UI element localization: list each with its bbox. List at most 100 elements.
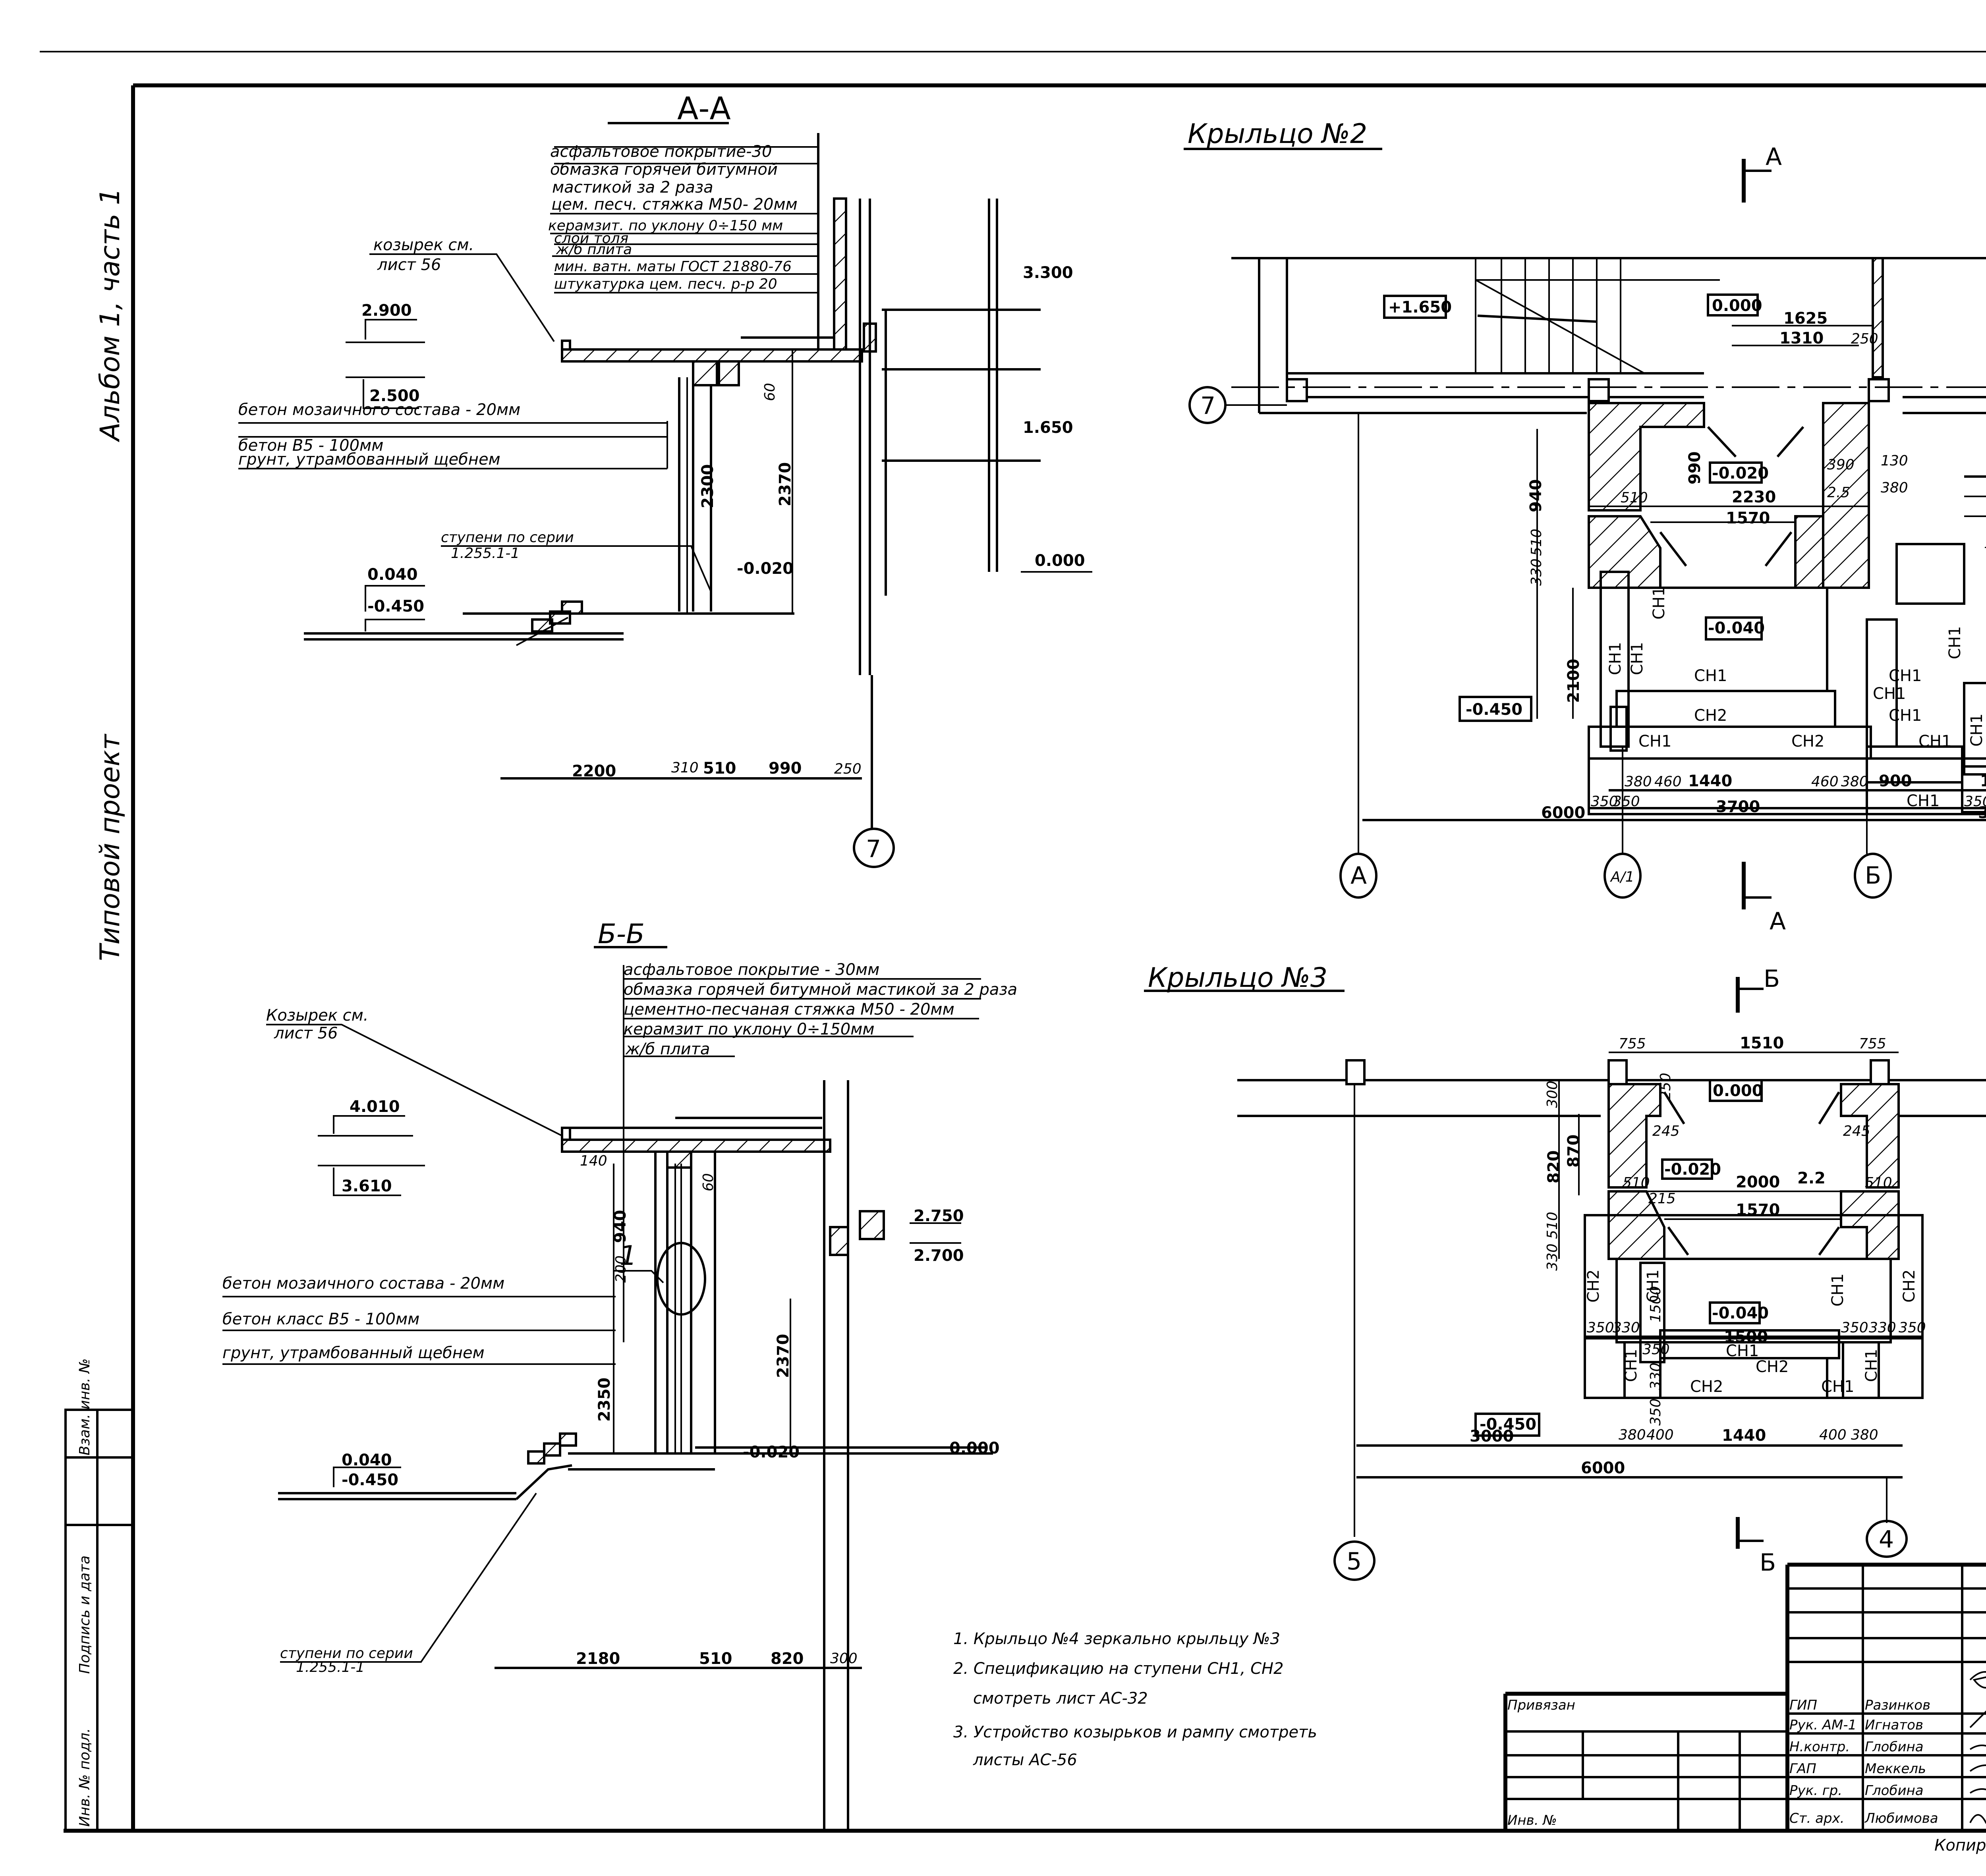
svg-text:755: 755 <box>1859 1036 1886 1052</box>
bb-levels: 4.010 3.610 2.750 2.700 0.040 -0.450 -0.… <box>318 1098 1000 1489</box>
svg-text:1300: 1300 <box>1980 772 1986 790</box>
svg-text:CH1: CH1 <box>1628 642 1646 675</box>
porch-3-dimensions: 755 1510 755 250 245 245 2000 2.2 510 51… <box>1356 1034 1926 1478</box>
svg-text:60: 60 <box>762 383 778 401</box>
svg-text:керамзит по уклону 0÷150мм: керамзит по уклону 0÷150мм <box>624 1020 875 1038</box>
svg-text:ж/б плита: ж/б плита <box>625 1040 710 1058</box>
svg-text:3700: 3700 <box>1716 798 1760 816</box>
svg-text:510: 510 <box>1528 529 1545 556</box>
title-block: 264-12-257.86 АС Привязан Инв. № ГИП Раз… <box>1503 1563 1986 1855</box>
porch-2-title: Крыльцо №2 <box>1188 118 1367 150</box>
svg-text:60: 60 <box>700 1173 717 1191</box>
svg-text:6000: 6000 <box>1541 804 1585 822</box>
bb-layer-notes: асфальтовое покрытие - 30мм обмазка горя… <box>623 961 1017 1342</box>
svg-text:А: А <box>1770 907 1786 935</box>
svg-text:CH1: CH1 <box>1889 706 1922 725</box>
porch-2-interior-stair <box>1475 258 1720 374</box>
svg-text:CH1: CH1 <box>1694 667 1727 685</box>
porch-3-title: Крыльцо №3 <box>1148 962 1327 994</box>
sign-date-label: Подпись и дата <box>77 1556 93 1674</box>
note-2: 2. Спецификацию на ступени CH1, CH2 <box>953 1660 1284 1678</box>
aa-floor-layers: бетон мозаичного состава - 20мм бетон В5… <box>238 401 668 469</box>
svg-text:2200: 2200 <box>572 762 616 780</box>
svg-text:-0.040: -0.040 <box>1708 619 1765 637</box>
aa-levels: 2.900 2.500 3.300 1.650 0.000 -0.020 0.0… <box>346 264 1092 631</box>
svg-text:CH1: CH1 <box>1638 732 1671 751</box>
svg-text:Разинков: Разинков <box>1865 1697 1930 1713</box>
svg-text:0.000: 0.000 <box>949 1439 1000 1457</box>
svg-text:Любимова: Любимова <box>1864 1810 1938 1826</box>
svg-text:CH2: CH2 <box>1791 732 1824 751</box>
svg-text:250: 250 <box>1851 331 1878 347</box>
svg-text:керамзит. по уклону 0÷150 мм: керамзит. по уклону 0÷150 мм <box>548 218 783 234</box>
porch-2-axes: А А/1 Б В Г <box>1339 413 1892 899</box>
svg-text:380: 380 <box>1619 1427 1646 1443</box>
svg-text:380: 380 <box>1841 774 1868 790</box>
svg-text:0.000: 0.000 <box>1712 297 1762 315</box>
svg-text:940: 940 <box>611 1210 630 1243</box>
svg-text:400: 400 <box>1819 1427 1847 1443</box>
svg-text:755: 755 <box>1619 1036 1646 1052</box>
svg-text:CH2: CH2 <box>1694 706 1727 725</box>
svg-text:330: 330 <box>1528 558 1545 586</box>
aa-axis-marker: 7 <box>866 835 881 863</box>
svg-text:Глобина: Глобина <box>1865 1783 1924 1799</box>
svg-text:300: 300 <box>830 1650 858 1667</box>
svg-text:CH2: CH2 <box>1690 1378 1723 1396</box>
svg-text:990: 990 <box>1686 452 1704 485</box>
svg-text:200: 200 <box>613 1255 629 1283</box>
section-bb: Б-Б асфальтовое покрытие - 30мм обмазка … <box>222 919 1017 1831</box>
aa-bottom-dims: 2200 310 510 990 250 <box>572 759 862 780</box>
copied-by: Копировал: Рупбкова <box>1934 1836 1986 1855</box>
svg-text:380: 380 <box>1625 774 1652 790</box>
svg-text:ж/б плита: ж/б плита <box>556 241 632 258</box>
svg-text:460: 460 <box>1654 774 1682 790</box>
svg-text:330: 330 <box>1869 1320 1896 1336</box>
svg-text:900: 900 <box>1879 772 1912 790</box>
svg-text:2300: 2300 <box>699 464 717 508</box>
svg-text:4: 4 <box>1879 1526 1894 1554</box>
svg-text:бетон мозаичного состава - 20м: бетон мозаичного состава - 20мм <box>222 1274 504 1293</box>
svg-text:+1.650: +1.650 <box>1388 298 1452 317</box>
svg-text:CH1: CH1 <box>1726 1342 1759 1360</box>
svg-text:ступени по серии: ступени по серии <box>280 1645 413 1662</box>
svg-text:350: 350 <box>1964 793 1986 810</box>
porch-2-dimensions: 1625 1310 250 1970 990 2230 1570 510 390… <box>1362 309 1986 822</box>
svg-text:350: 350 <box>1591 793 1618 810</box>
note-1: 1. Крыльцо №4 зеркально крыльцу №3 <box>953 1630 1280 1648</box>
bb-callout-1: 1 <box>620 1240 637 1272</box>
svg-text:330: 330 <box>1648 1363 1664 1390</box>
svg-text:А/1: А/1 <box>1610 869 1634 885</box>
svg-text:940: 940 <box>1527 479 1545 513</box>
svg-text:1570: 1570 <box>1736 1201 1780 1219</box>
svg-text:А: А <box>1766 143 1782 171</box>
svg-text:1.650: 1.650 <box>1023 419 1073 437</box>
svg-text:350: 350 <box>1642 1341 1670 1358</box>
svg-text:грунт, утрамбованный щебнем: грунт, утрамбованный щебнем <box>222 1344 485 1362</box>
svg-text:510: 510 <box>1544 1212 1561 1239</box>
svg-text:3000: 3000 <box>1470 1427 1514 1446</box>
svg-text:Б: Б <box>1764 965 1780 993</box>
svg-text:510: 510 <box>703 759 736 778</box>
svg-text:460: 460 <box>1811 774 1839 790</box>
svg-text:390: 390 <box>1827 457 1855 473</box>
svg-text:-0.020: -0.020 <box>737 560 794 578</box>
svg-text:мин. ватн. маты ГОСТ 21880-76: мин. ватн. маты ГОСТ 21880-76 <box>554 259 792 275</box>
svg-text:грунт, утрамбованный щебнем: грунт, утрамбованный щебнем <box>238 450 500 469</box>
svg-text:CH1: CH1 <box>1889 667 1922 685</box>
svg-text:CH1: CH1 <box>1946 626 1964 659</box>
svg-text:-0.040: -0.040 <box>1712 1304 1769 1322</box>
side-labels: Альбом 1, часть 1 Типовой проект Инв. № … <box>64 188 134 1832</box>
svg-text:Рук. гр.: Рук. гр. <box>1789 1783 1842 1799</box>
svg-text:CH1: CH1 <box>1622 1349 1640 1382</box>
svg-text:Б: Б <box>1865 862 1881 890</box>
svg-text:CH1: CH1 <box>1606 642 1625 675</box>
svg-text:120: 120 <box>1984 535 1986 552</box>
svg-text:350: 350 <box>1648 1398 1664 1426</box>
svg-text:CH1: CH1 <box>1650 587 1668 620</box>
svg-text:380: 380 <box>1851 1427 1878 1443</box>
note-3b: листы АС-56 <box>973 1751 1077 1769</box>
porch-3-plan: Крыльцо №3 Б Б CH2 <box>1144 962 1986 1581</box>
svg-text:3000: 3000 <box>1978 804 1986 822</box>
